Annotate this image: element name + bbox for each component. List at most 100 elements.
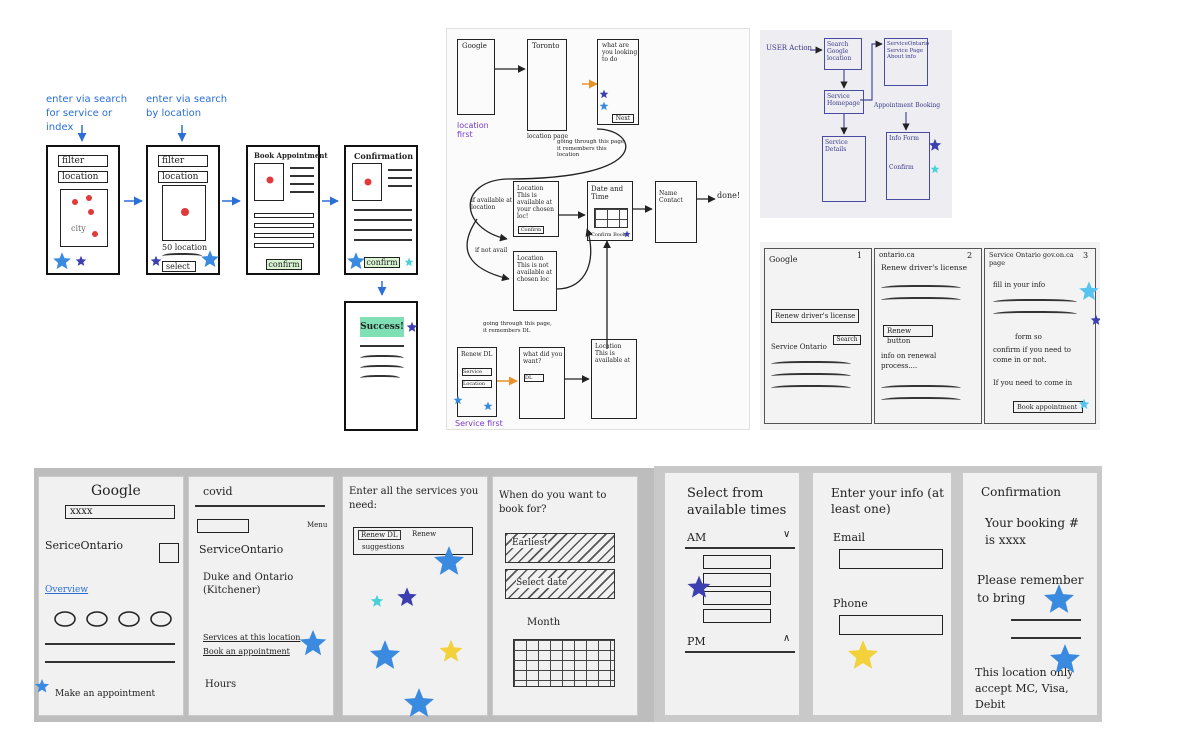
earliest-label: Earliest [512, 538, 548, 548]
sketch-title: Toronto [532, 42, 560, 50]
bottom-left-stars [34, 546, 465, 717]
text-line [290, 175, 314, 177]
flow-service-info-node: ServiceOntario Service Page About info [884, 38, 929, 86]
map-pin-icon [72, 195, 98, 237]
map-box: city [60, 189, 108, 247]
sketch-confirm-book[interactable]: Confirm Book [591, 232, 626, 238]
chevron-up-icon[interactable]: ∧ [783, 633, 791, 644]
success-banner: Success! [360, 317, 404, 337]
time-slot[interactable] [703, 609, 771, 623]
email-field[interactable] [839, 549, 943, 569]
prototype-title: Google [769, 255, 798, 264]
sketch-services-link[interactable]: Services at this location [203, 633, 301, 642]
sketch-location-first-label: location first [457, 121, 489, 139]
sketch-make-appointment[interactable]: Make an appointment [55, 689, 156, 699]
text-line [771, 385, 851, 393]
map-box [352, 163, 382, 201]
screen5-stars [406, 321, 418, 332]
image-placeholder [197, 519, 249, 533]
sketch-renew-chip: Renew DL [358, 530, 401, 540]
bottom-right-stars [687, 575, 1081, 673]
sketch-confirm-button[interactable]: Confirm [518, 226, 544, 234]
prototype-fill-info: fill in your info [993, 281, 1046, 289]
time-slot[interactable] [703, 555, 771, 569]
sketch-what-page: what are you looking to do Next [597, 39, 639, 125]
sketch-what-did-you-want: what did you want? DL [519, 347, 565, 419]
divider [685, 651, 795, 653]
select-button[interactable]: select [162, 261, 196, 272]
sketch-confirmation-page: Confirmation Your booking # is xxxx Plea… [962, 472, 1098, 716]
prototype-title: Service Ontario gov.on.ca page [989, 251, 1074, 267]
text-line [1011, 619, 1081, 621]
sketch-suggestions: suggestions [362, 543, 405, 551]
phone-field[interactable] [839, 615, 943, 635]
sketch-overview-tab[interactable]: Overview [45, 585, 89, 595]
sketch-if-not: if not avail [475, 247, 508, 254]
prototype-renew-button[interactable]: Renew button [883, 325, 933, 345]
sketch-pm-selector[interactable]: PM [687, 635, 706, 648]
entry-label-location: enter via search by location [146, 94, 228, 119]
sketch-earliest-option[interactable]: Earliest [505, 533, 615, 563]
sketch-service-button[interactable]: Service [462, 368, 492, 376]
text-line [360, 375, 400, 383]
prototype-info-text: info on renewal process.... [881, 352, 937, 370]
location-box[interactable]: location [158, 171, 208, 183]
prototype-title: Renew driver's license [881, 263, 968, 272]
flow-confirm-label: Confirm [889, 164, 914, 171]
circle-icons [54, 611, 172, 627]
chevron-down-icon[interactable]: ∨ [783, 529, 791, 540]
sketch-select-date-option[interactable]: Select date [505, 569, 615, 599]
form-row [254, 233, 314, 238]
prototype-url: ontario.ca [879, 251, 915, 259]
wireframe-arrows [77, 125, 387, 296]
filter-box[interactable]: filter [58, 155, 108, 167]
sketch-month-selector[interactable]: Month [527, 617, 561, 628]
confirm-button[interactable]: confirm [364, 257, 400, 268]
sketch-hours-row[interactable]: Hours [205, 679, 237, 690]
user-flow-stars [928, 138, 942, 174]
sketch-am-selector[interactable]: AM [687, 531, 707, 544]
sketch-calendar[interactable] [513, 639, 615, 687]
sketch-enter-info-page: Enter your info (at least one) Email Pho… [812, 472, 952, 716]
sketch-covid-banner: covid [203, 485, 233, 498]
sketch-accept-text: This location only accept MC, Visa, Debi… [975, 666, 1074, 711]
sketch-when-to-book-page: When do you want to book for? Earliest S… [492, 476, 638, 716]
form-row [254, 243, 314, 248]
map-pin-icon [364, 178, 372, 186]
text-line [993, 311, 1077, 319]
time-slot[interactable] [703, 591, 771, 605]
sketch-title: what are you looking to do [602, 42, 638, 63]
confirm-button[interactable]: confirm [266, 259, 302, 270]
text-line [195, 505, 325, 507]
prototype-search-input[interactable]: Renew driver's license [771, 309, 859, 323]
sketch-next-button[interactable]: Next [612, 114, 634, 123]
text-line [354, 209, 412, 211]
prototype-search-button[interactable]: Search [833, 335, 861, 345]
page-number: 2 [967, 251, 973, 260]
sketch-location-button[interactable]: Location [462, 380, 492, 388]
sketch-service-input[interactable]: Renew DL Renew suggestions [353, 527, 473, 555]
sketch-menu-button[interactable]: Menu [307, 521, 328, 529]
text-line [771, 361, 851, 369]
sketch-title: Location This is available at [595, 343, 631, 364]
wireframe-screen-search-location: filter location 50 location select [146, 145, 220, 275]
screen1-stars [53, 252, 87, 270]
location-box[interactable]: location [58, 171, 108, 183]
sketch-dl-option[interactable]: DL [524, 374, 544, 382]
sketch-enter-services-page: Enter all the services you need: Renew D… [342, 476, 488, 716]
flow-info-form-node: Info Form Confirm [886, 132, 930, 200]
text-line [388, 177, 412, 179]
flow-sketch-connectors [466, 65, 716, 386]
text-line [360, 345, 404, 347]
sketch-book-link[interactable]: Book an appointment [203, 647, 290, 656]
sketch-phone-label: Phone [833, 597, 868, 610]
location-count: 50 location [162, 243, 208, 252]
filter-box[interactable]: filter [158, 155, 208, 167]
time-slot[interactable] [703, 573, 771, 587]
sketch-title: Select from available times [687, 486, 787, 518]
sketch-search-input[interactable]: xxxx [65, 505, 175, 519]
paper-prototype-panel: Google 1 Renew driver's license Search S… [760, 242, 1100, 430]
text-line [290, 191, 314, 193]
sketch-title: Date and Time [591, 185, 624, 201]
sketch-title: Google [91, 483, 141, 499]
